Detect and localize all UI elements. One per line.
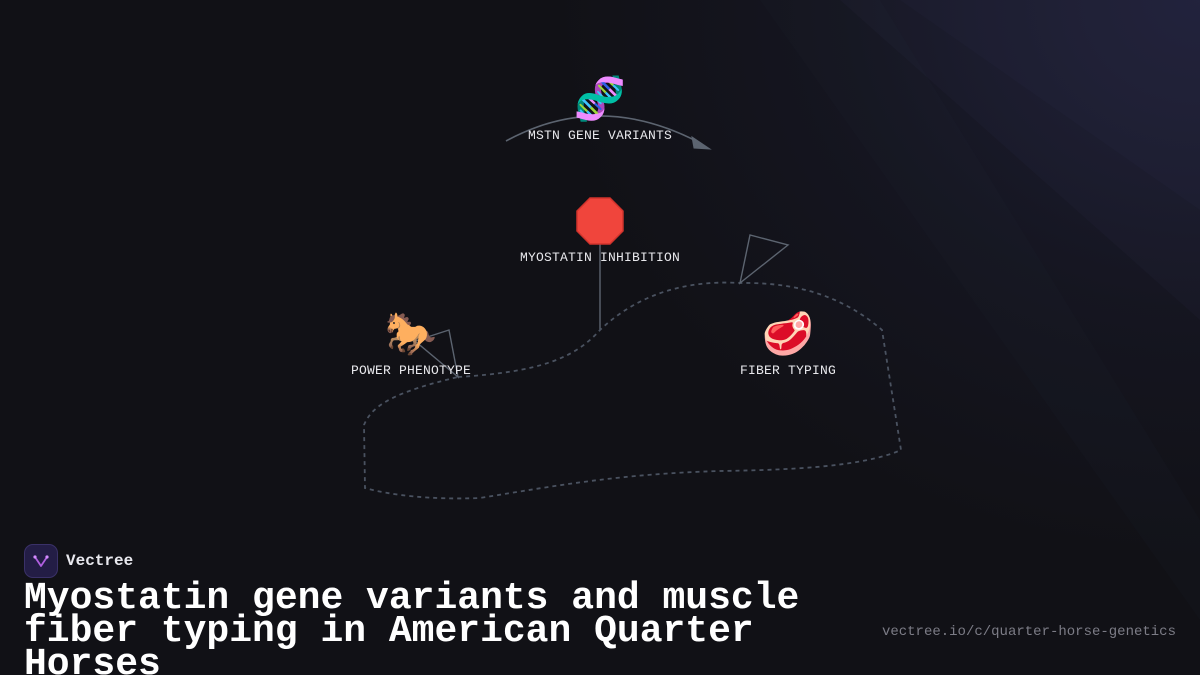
node-power-phenotype: 🐎 POWER PHENOTYPE <box>351 309 471 378</box>
vectree-logo-icon <box>24 544 58 578</box>
meat-icon: 🥩 <box>761 309 815 358</box>
node-myostatin-inhibition: MYOSTATIN INHIBITION <box>520 196 680 265</box>
power-triangle-marker <box>413 329 460 379</box>
dashed-loop <box>363 281 902 500</box>
dna-icon: 🧬 <box>573 74 627 123</box>
node-mstn-gene-variants: 🧬 MSTN GENE VARIANTS <box>528 74 672 143</box>
node-label-mstn: MSTN GENE VARIANTS <box>527 128 673 143</box>
node-fiber-typing: 🥩 FIBER TYPING <box>740 309 836 378</box>
mstn-arrowhead <box>691 135 712 150</box>
stop-sign-icon <box>576 197 624 245</box>
node-label-myostatin: MYOSTATIN INHIBITION <box>519 250 681 265</box>
mstn-curved-arrow <box>505 115 701 144</box>
fiber-triangle-marker <box>738 234 790 285</box>
logo-mark <box>33 555 49 567</box>
horse-icon: 🐎 <box>384 309 438 358</box>
brand: Vectree <box>24 544 133 578</box>
source-url: vectree.io/c/quarter-horse-genetics <box>881 624 1176 640</box>
brand-name: Vectree <box>66 552 134 570</box>
node-label-fiber: FIBER TYPING <box>739 363 837 378</box>
node-label-power: POWER PHENOTYPE <box>350 363 472 378</box>
page-title: Myostatin gene variants and muscle fiber… <box>24 577 800 675</box>
